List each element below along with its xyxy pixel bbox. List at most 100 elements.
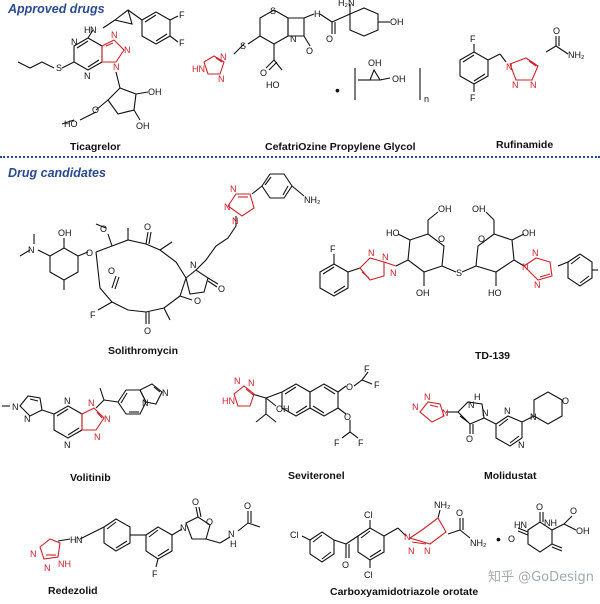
seviteronel-name: Seviteronel: [288, 470, 345, 482]
atom-label: N: [404, 532, 411, 542]
solithromycin-name: Solithromycin: [108, 345, 179, 357]
atom-label: HO: [488, 288, 502, 298]
atom-label: N: [124, 45, 131, 55]
cefatrizine-name: CefatriOzine Propylene Glycol: [265, 141, 416, 153]
atom-label: NH: [544, 518, 557, 528]
atom-label: NH: [58, 559, 71, 569]
volitinib-name: Volitinib: [70, 472, 111, 484]
atom-label: HO: [64, 119, 78, 129]
atom-label: N: [44, 563, 51, 573]
atom-label: n: [424, 94, 429, 104]
atom-label: O: [438, 234, 445, 244]
atom-label: N: [220, 52, 227, 62]
salt-bullet: •: [496, 531, 501, 547]
atom-label: O: [456, 508, 463, 518]
atom-label: N: [28, 245, 35, 255]
atom-label: N: [232, 216, 239, 226]
atom-label: H: [474, 392, 481, 402]
atom-label: N: [230, 184, 237, 194]
atom-label: F: [470, 93, 476, 103]
rufinamide-name: Rufinamide: [496, 139, 554, 151]
atom-label: N: [190, 260, 197, 270]
watermark: 知乎 @GoDesign: [487, 570, 594, 585]
carboxyamidotriazole-structure: Cl O Cl Cl N N N NH₂ O NH₂ • O HN O NH O…: [290, 490, 600, 585]
atom-label: N: [532, 248, 539, 258]
atom-label: N: [522, 262, 529, 272]
atom-label: HO: [266, 80, 280, 90]
atom-label: F: [358, 438, 364, 448]
atom-label: O: [144, 222, 151, 232]
atom-label: O: [508, 534, 515, 544]
atom-label: HO: [386, 228, 400, 238]
atom-label: O: [342, 560, 349, 570]
atom-label: NH₂: [470, 538, 487, 548]
atom-label: O: [206, 517, 213, 527]
atom-label: N: [218, 74, 225, 84]
atom-label: N: [248, 378, 255, 388]
atom-label: O: [92, 105, 99, 115]
atom-label: S: [270, 6, 276, 16]
atom-label: H: [70, 535, 77, 545]
ticagrelor-structure: H N F F N N S N N N OH OH O HO: [0, 0, 200, 145]
atom-label: N: [180, 523, 187, 533]
atom-label: H: [314, 9, 321, 19]
atom-label: N: [228, 529, 235, 539]
atom-label: S: [56, 63, 62, 73]
atom-label: F: [152, 569, 158, 579]
atom-label: OH: [416, 288, 430, 298]
atom-label: N: [71, 37, 78, 47]
volitinib-structure: N N N N N N N N N: [0, 370, 200, 465]
atom-label: H: [230, 539, 237, 549]
atom-label: N: [412, 402, 419, 412]
atom-label: N: [530, 412, 537, 422]
atom-label: N: [468, 400, 475, 410]
carboxyamidotriazole-name: Carboxyamidotriazole orotate: [330, 586, 479, 598]
atom-label: OH: [392, 74, 406, 84]
atom-label: OH: [390, 17, 404, 27]
atom-label: OH: [368, 58, 382, 68]
atom-label: O: [562, 396, 569, 406]
atom-label: N: [424, 546, 431, 556]
section-approved-drugs: Approved drugs: [8, 2, 105, 16]
atom-label: O: [86, 248, 93, 258]
atom-label: O: [244, 501, 251, 511]
ticagrelor-name: Ticagrelor: [70, 141, 121, 153]
atom-label: N: [84, 71, 91, 81]
atom-label: N: [113, 62, 120, 72]
atom-label: Cl: [290, 530, 299, 540]
seviteronel-structure: HN N N OH O F F O F F: [210, 364, 400, 463]
td139-name: TD-139: [475, 350, 511, 362]
atom-label: N: [234, 376, 241, 386]
atom-label: N: [76, 535, 83, 545]
atom-label: H: [84, 25, 91, 35]
atom-label: OH: [522, 228, 536, 238]
molidustat-structure: N N N H N N O N N N O: [410, 372, 600, 467]
atom-label: N: [518, 440, 525, 450]
atom-label: O: [192, 497, 199, 507]
redezolid-name: Redezolid: [48, 585, 98, 597]
atom-label: O: [108, 266, 115, 276]
atom-label: N: [12, 402, 19, 412]
atom-label: OH: [276, 404, 290, 414]
atom-label: HN: [192, 64, 205, 74]
atom-label: NH₂: [434, 500, 451, 510]
atom-label: S: [456, 268, 462, 278]
atom-label: O: [100, 224, 107, 234]
atom-label: O: [260, 68, 267, 78]
atom-label: F: [179, 38, 185, 48]
atom-label: N: [442, 408, 449, 418]
atom-label: NH₂: [568, 50, 585, 60]
atom-label: N: [504, 406, 511, 416]
atom-label: NH₂: [304, 195, 321, 205]
atom-label: OH: [472, 204, 486, 214]
atom-label: O: [553, 26, 560, 36]
atom-label: F: [334, 438, 340, 448]
atom-label: O: [466, 434, 473, 444]
atom-label: OH: [148, 87, 162, 97]
cefatrizine-structure: S S N O H O H₂N OH O HO HN N N • OH OH n: [190, 0, 445, 145]
atom-label: F: [179, 10, 185, 20]
atom-label: N: [368, 248, 375, 258]
atom-label: N: [424, 392, 431, 402]
atom-label: O: [346, 382, 353, 392]
atom-label: N: [512, 80, 519, 90]
